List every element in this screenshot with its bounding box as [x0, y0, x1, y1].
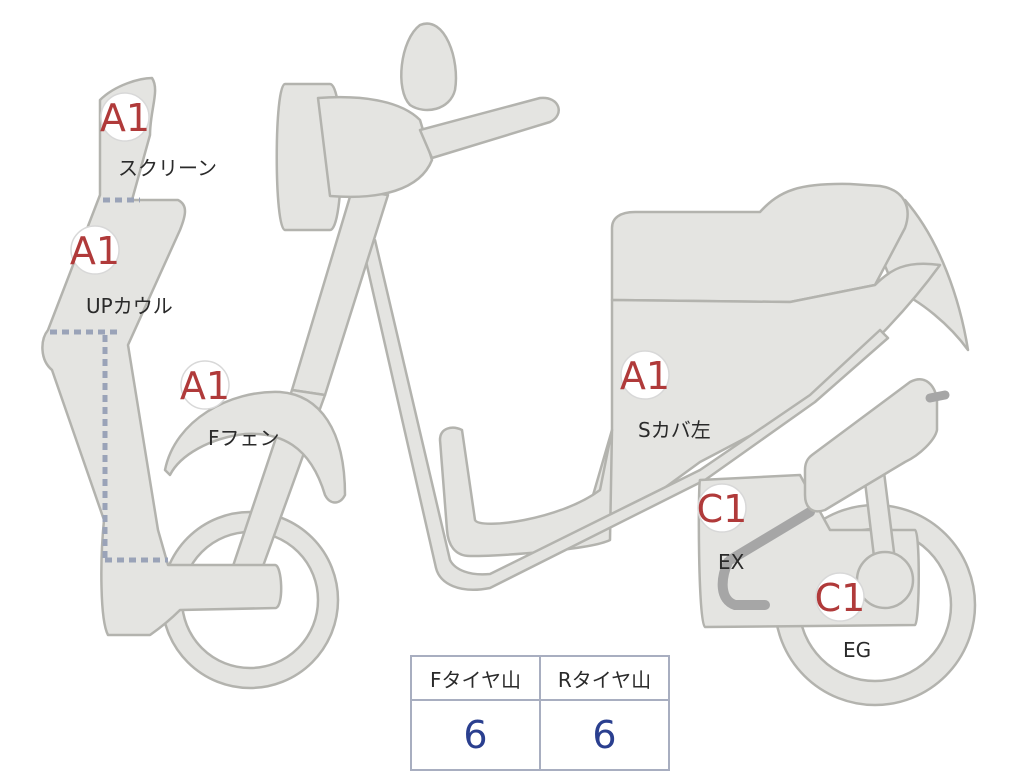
air-box	[803, 378, 939, 513]
grade-badge-screen: A1	[100, 92, 150, 142]
label-up-cowl: UPカウル	[86, 294, 173, 318]
front-tire-tread-header: Fタイヤ山	[410, 655, 541, 701]
front-tire-tread-value: 6	[410, 699, 541, 771]
svg-text:A1: A1	[180, 364, 230, 408]
label-front-fender: Fフェン	[208, 426, 280, 450]
rear-tire-tread-header: Rタイヤ山	[539, 655, 670, 701]
lower-frame	[358, 233, 890, 591]
svg-text:C1: C1	[697, 487, 748, 531]
mirror	[400, 22, 458, 112]
rear-axle	[855, 550, 915, 610]
air-box-pipe	[925, 390, 950, 403]
floor-board	[438, 426, 614, 558]
front-fender	[163, 390, 347, 504]
handlebar-cowl	[316, 95, 434, 199]
rear-tire-tread-value: 6	[539, 699, 670, 771]
label-engine: EG	[843, 638, 872, 662]
exhaust-pipe	[717, 507, 815, 610]
svg-text:A1: A1	[100, 96, 150, 140]
handlebar	[418, 96, 560, 160]
grade-badge-front-fender: A1	[180, 360, 230, 410]
label-side-cover-left: Sカバ左	[638, 418, 711, 442]
grade-badge-up-cowl: A1	[70, 225, 120, 275]
label-screen: スクリーン	[118, 156, 217, 180]
svg-text:C1: C1	[815, 576, 866, 620]
tire-tread-table: Fタイヤ山 Rタイヤ山 6 6	[410, 655, 670, 771]
svg-text:A1: A1	[620, 354, 670, 398]
label-exhaust: EX	[718, 550, 745, 574]
seat	[610, 182, 909, 304]
grade-badge-engine: C1	[815, 572, 866, 622]
grade-badge-side-cover-left: A1	[620, 350, 670, 400]
svg-text:A1: A1	[70, 229, 120, 273]
grade-badge-exhaust: C1	[697, 483, 748, 533]
